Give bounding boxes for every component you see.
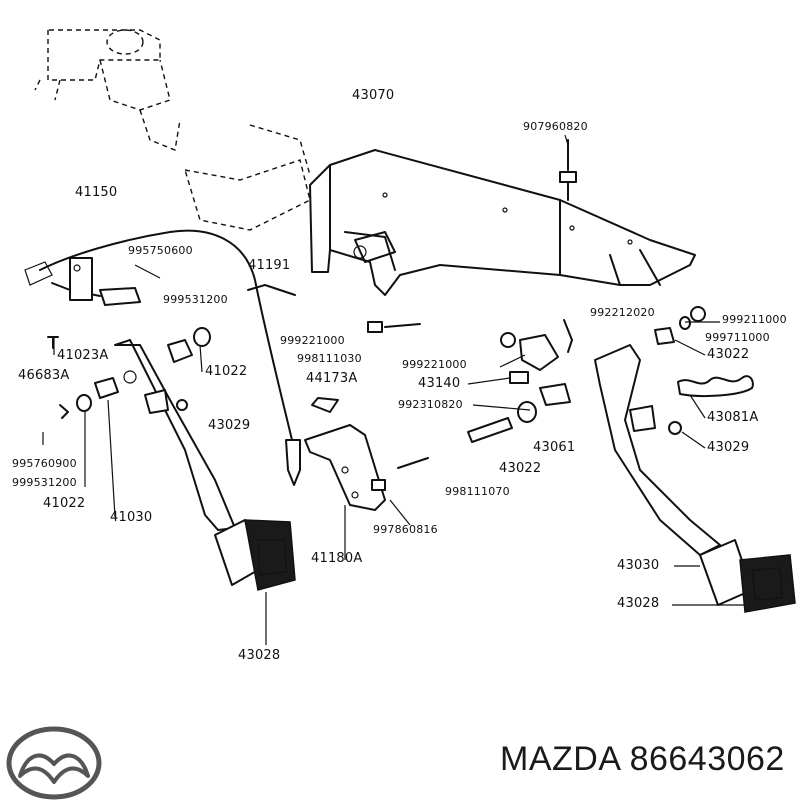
master-cylinder-outline [34, 29, 311, 231]
part-label-999211000-right: 999211000 [722, 313, 787, 326]
part-label-46683A: 46683A [18, 368, 70, 383]
part-label-43030: 43030 [617, 558, 660, 573]
part-label-907960820: 907960820 [523, 120, 588, 133]
part-label-44173A: 44173A [306, 371, 358, 386]
part-label-43029-mid: 43029 [208, 418, 251, 433]
part-label-43061: 43061 [533, 440, 576, 455]
pedal-bracket [309, 149, 696, 296]
cable-end-bracket [304, 397, 429, 511]
part-label-41022-mid: 41022 [205, 364, 248, 379]
part-label-41023A: 41023A [57, 348, 109, 363]
part-label-43070: 43070 [352, 88, 395, 103]
brake-pedal [594, 344, 796, 613]
part-label-41030: 41030 [110, 510, 153, 525]
clutch-pedal-bushings [47, 327, 211, 419]
brand-part-number: MAZDA 86643062 [500, 740, 785, 778]
part-label-41191: 41191 [248, 258, 291, 273]
clutch-pedal [114, 339, 296, 591]
mazda-logo-icon [6, 726, 102, 800]
part-label-41150: 41150 [75, 185, 118, 200]
clutch-cable [24, 229, 301, 486]
part-label-998111070: 998111070 [445, 485, 510, 498]
part-label-43081A: 43081A [707, 410, 759, 425]
part-label-999711000: 999711000 [705, 331, 770, 344]
brand-footer: MAZDA 86643062 [0, 720, 800, 800]
part-label-41022-left: 41022 [43, 496, 86, 511]
leader-lines [42, 134, 745, 645]
part-label-999221000-a: 999221000 [280, 334, 345, 347]
part-label-998111030: 998111030 [297, 352, 362, 365]
part-label-999531200-top: 999531200 [163, 293, 228, 306]
part-label-43140: 43140 [418, 376, 461, 391]
part-label-992212020: 992212020 [590, 306, 655, 319]
part-label-41180A: 41180A [311, 551, 363, 566]
part-label-43028-right: 43028 [617, 596, 660, 611]
part-label-43029-right: 43029 [707, 440, 750, 455]
brake-pedal-parts [367, 306, 754, 443]
part-label-997860816: 997860816 [373, 523, 438, 536]
bracket-bolt [559, 139, 577, 201]
part-label-995760900: 995760900 [12, 457, 77, 470]
part-label-43022-right: 43022 [707, 347, 750, 362]
part-label-999531200-left: 999531200 [12, 476, 77, 489]
part-label-43022-mid: 43022 [499, 461, 542, 476]
part-label-992310820: 992310820 [398, 398, 463, 411]
part-label-999221000-b: 999221000 [402, 358, 467, 371]
part-label-43028-bottom: 43028 [238, 648, 281, 663]
cable-clip [247, 284, 296, 296]
part-label-995750600: 995750600 [128, 244, 193, 257]
